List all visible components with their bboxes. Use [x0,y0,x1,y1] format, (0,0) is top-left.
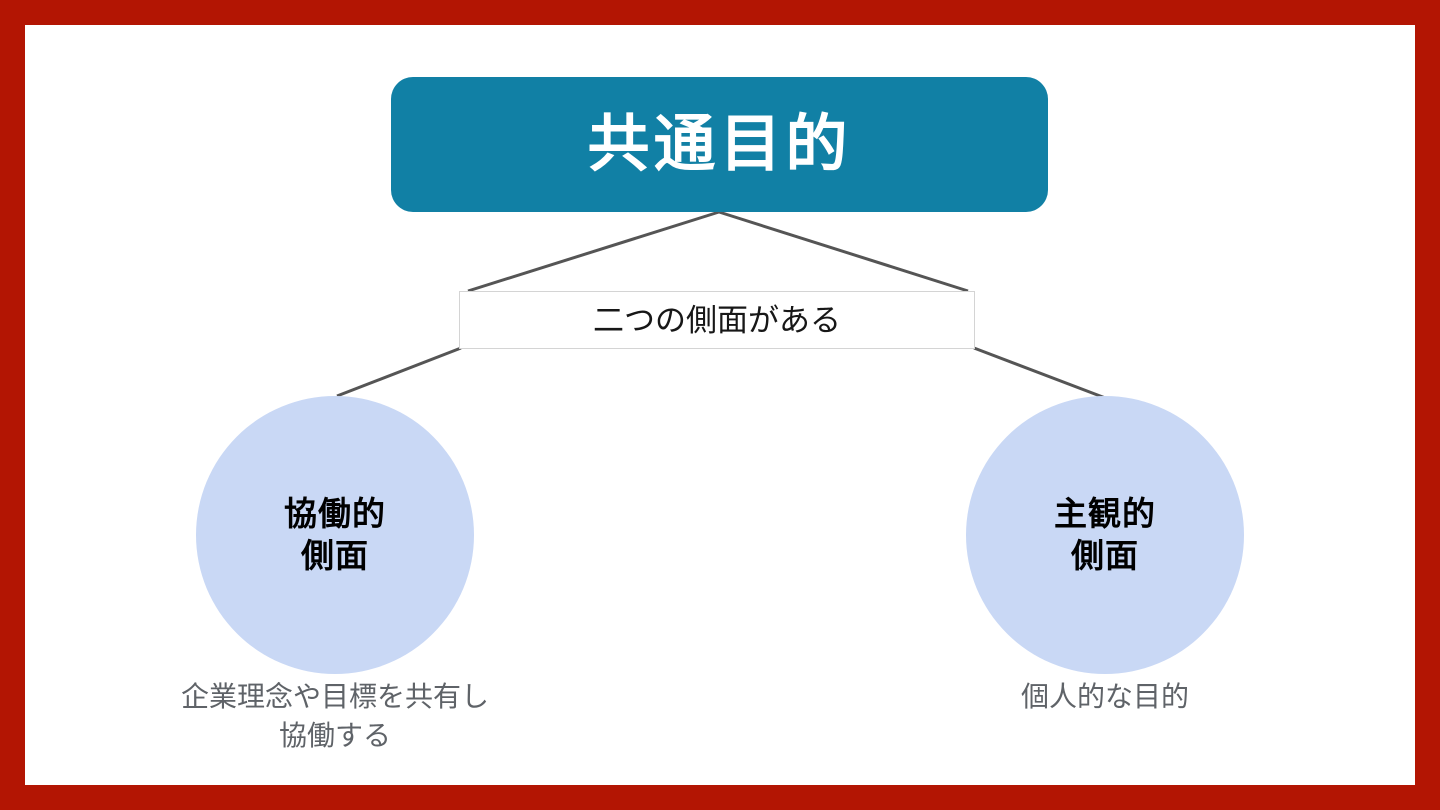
branch-heading-line-2: 側面 [1071,537,1139,574]
title-text: 共通目的 [587,109,852,179]
caption-line-1: 企業理念や目標を共有し [180,681,489,712]
middle-label-text: 二つの側面がある [593,302,841,338]
caption-line-2: 協働する [278,719,391,751]
caption-line-1: 個人的な目的 [1020,681,1189,712]
branch-caption-subjective: 個人的な目的 [940,678,1270,717]
branch-heading-line-1: 協働的 [284,494,386,532]
title-node: 共通目的 [391,77,1048,212]
branch-heading-line-2: 側面 [301,537,369,574]
branch-heading-line-1: 主観的 [1054,494,1156,532]
branch-node-subjective: 主観的 側面 [966,396,1244,674]
branch-node-collaborative: 協働的 側面 [196,396,474,674]
branch-caption-collaborative: 企業理念や目標を共有し 協働する [115,678,555,755]
middle-label-node: 二つの側面がある [459,291,975,349]
